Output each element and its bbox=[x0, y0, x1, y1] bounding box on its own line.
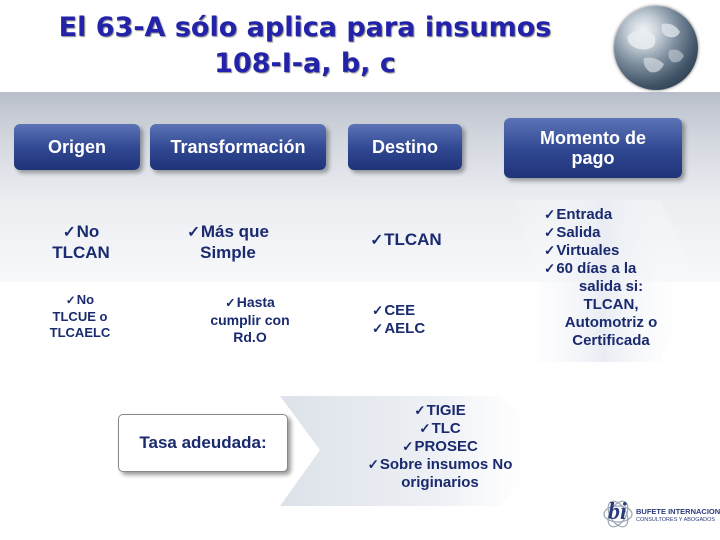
origen-row-1-line-2: TLCAN bbox=[52, 243, 110, 262]
logo-name-line-2: CONSULTORES Y ABOGADOS bbox=[636, 517, 716, 523]
destino-row-1: TLCAN bbox=[344, 230, 468, 251]
tasa-items: TIGIE TLC PROSEC Sobre insumos No origin… bbox=[330, 402, 550, 492]
transformacion-row-2-line-3: Rd.O bbox=[233, 329, 267, 345]
destino-row-2: CEE AELC bbox=[372, 302, 472, 338]
header-destino: Destino bbox=[348, 124, 462, 170]
logo-mark: bi bbox=[608, 499, 627, 525]
header-momento: Momento de pago bbox=[504, 118, 682, 178]
header-origen-label: Origen bbox=[47, 137, 106, 157]
momento-tail-line-2: TLCAN, bbox=[583, 296, 639, 313]
origen-row-1: No TLCAN bbox=[26, 222, 136, 263]
tasa-item-3: PROSEC bbox=[330, 438, 550, 456]
destino-row-1-line-1: TLCAN bbox=[344, 230, 468, 251]
momento-item: Entrada bbox=[530, 206, 680, 224]
momento-item-3: Virtuales bbox=[544, 242, 619, 259]
origen-row-2-line-2: TLCUE o bbox=[52, 309, 108, 324]
transformacion-row-2-line-1: Hasta bbox=[190, 294, 310, 312]
transformacion-row-1-line-1: Más que bbox=[166, 222, 290, 243]
globe-icon bbox=[614, 6, 698, 90]
momento-arrow bbox=[500, 190, 700, 370]
momento-list: Entrada Salida Virtuales 60 días a la sa… bbox=[530, 206, 680, 350]
transformacion-row-1: Más que Simple bbox=[166, 222, 290, 263]
destino-row-2-line-2: AELC bbox=[372, 320, 472, 338]
header-origen: Origen bbox=[14, 124, 140, 170]
header-destino-label: Destino bbox=[371, 137, 438, 157]
bufete-logo: bi BUFETE INTERNACIONAL CONSULTORES Y AB… bbox=[596, 494, 720, 534]
header-transformacion-label: Transformación bbox=[170, 137, 306, 157]
tasa-item-4: Sobre insumos No bbox=[330, 456, 550, 474]
momento-tail-line-4: Certificada bbox=[572, 332, 650, 349]
tasa-item-2: TLC bbox=[330, 420, 550, 438]
momento-item: Salida bbox=[530, 224, 680, 242]
origen-row-1-line-1: No bbox=[26, 222, 136, 243]
momento-item-1: Entrada bbox=[544, 206, 612, 223]
origen-row-2-line-1: No bbox=[20, 292, 140, 309]
logo-name-line-1: BUFETE INTERNACIONAL bbox=[636, 507, 720, 516]
tasa-item-1: TIGIE bbox=[330, 402, 550, 420]
header-momento-line-2: pago bbox=[571, 148, 615, 168]
momento-item: 60 días a la bbox=[530, 260, 680, 278]
momento-tail-line-1: salida si: bbox=[578, 278, 644, 295]
destino-row-2-line-1: CEE bbox=[372, 302, 472, 320]
title-line-2: 108-I-a, b, c bbox=[214, 48, 396, 79]
momento-tail-line-3: Automotriz o bbox=[564, 314, 658, 331]
origen-row-2: No TLCUE o TLCAELC bbox=[20, 292, 140, 341]
transformacion-row-2-line-2: cumplir con bbox=[210, 312, 290, 328]
header-momento-line-1: Momento de bbox=[540, 128, 646, 148]
momento-tail: salida si: TLCAN, Automotriz o Certifica… bbox=[526, 278, 696, 350]
origen-row-2-line-3: TLCAELC bbox=[49, 325, 111, 340]
momento-item-2: Salida bbox=[544, 224, 601, 241]
title-line-1: El 63-A sólo aplica para insumos bbox=[58, 12, 552, 43]
transformacion-row-1-line-2: Simple bbox=[200, 243, 256, 262]
tasa-tail: originarios bbox=[401, 474, 479, 491]
transformacion-row-2: Hasta cumplir con Rd.O bbox=[190, 294, 310, 346]
slide-title: El 63-A sólo aplica para insumos 108-I-a… bbox=[0, 10, 610, 82]
momento-item: Virtuales bbox=[530, 242, 680, 260]
tasa-adeudada-box: Tasa adeudada: bbox=[118, 414, 288, 472]
header-transformacion: Transformación bbox=[150, 124, 326, 170]
momento-item-4: 60 días a la bbox=[544, 260, 636, 277]
tasa-adeudada-label: Tasa adeudada: bbox=[139, 433, 267, 452]
